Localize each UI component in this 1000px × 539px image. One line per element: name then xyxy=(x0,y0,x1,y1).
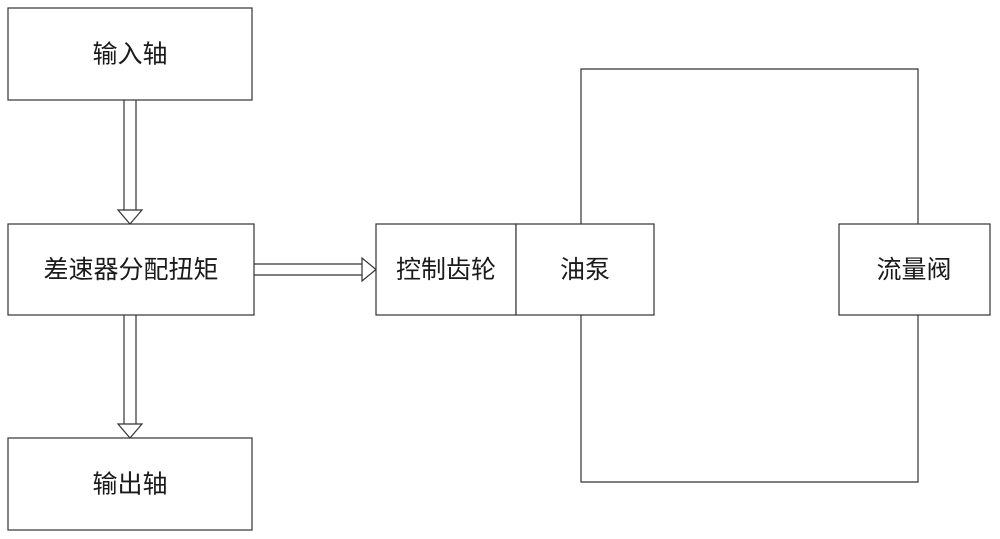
node-output-shaft: 输出轴 xyxy=(7,437,253,531)
node-flow-valve: 流量阀 xyxy=(838,223,991,316)
arrow-input-to-differential xyxy=(116,100,144,225)
loop-top-line xyxy=(580,68,919,224)
node-oil-pump: 油泵 xyxy=(515,223,655,316)
node-control-gear-label: 控制齿轮 xyxy=(396,255,496,284)
node-control-gear: 控制齿轮 xyxy=(375,223,517,316)
loop-bottom-line xyxy=(580,315,919,483)
node-output-shaft-label: 输出轴 xyxy=(92,470,167,499)
node-differential: 差速器分配扭矩 xyxy=(7,223,255,316)
pump-valve-loop xyxy=(580,68,919,483)
node-flow-valve-label: 流量阀 xyxy=(876,255,951,284)
arrow-differential-to-control-gear xyxy=(254,256,377,283)
node-differential-label: 差速器分配扭矩 xyxy=(43,255,218,284)
node-input-shaft-label: 输入轴 xyxy=(92,40,167,69)
node-input-shaft: 输入轴 xyxy=(7,7,253,101)
arrow-differential-to-output xyxy=(116,315,144,439)
node-oil-pump-label: 油泵 xyxy=(560,255,610,284)
